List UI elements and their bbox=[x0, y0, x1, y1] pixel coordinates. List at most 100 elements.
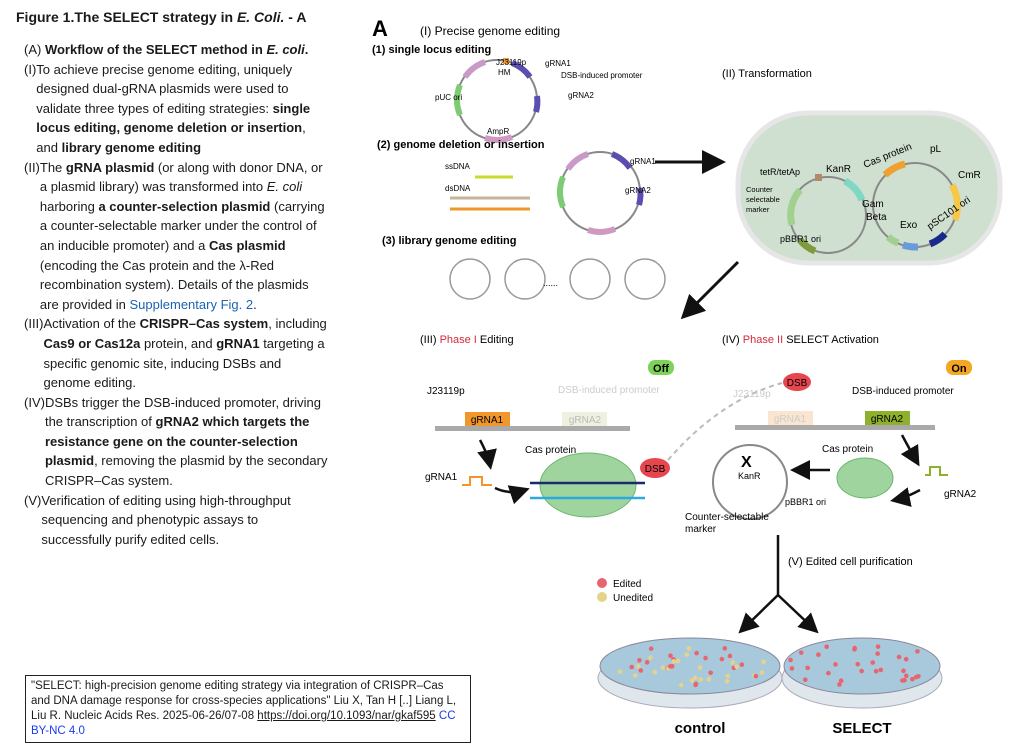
label-pl: pL bbox=[930, 144, 942, 155]
caption-text-run: , removing the plasmid by the secondary … bbox=[44, 453, 328, 489]
edited-colony bbox=[859, 668, 864, 674]
grna2-gene bbox=[865, 411, 910, 425]
control-dish bbox=[597, 637, 783, 709]
deletion-plasmid bbox=[557, 151, 644, 235]
arrow-transcription bbox=[477, 439, 497, 470]
caption-item-number: (II) bbox=[24, 159, 40, 175]
library-label: (3) library genome editing bbox=[382, 235, 516, 247]
label-beta: Beta bbox=[866, 212, 887, 223]
edited-colony bbox=[901, 668, 906, 674]
dsb-marker-2 bbox=[783, 373, 811, 391]
figure-title-species: E. Coli. bbox=[236, 9, 285, 25]
caption-text-run: gRNA plasmid bbox=[65, 159, 155, 175]
license-link[interactable]: CC BY-NC 4.0 bbox=[31, 710, 456, 737]
cut-x-icon: X bbox=[741, 454, 752, 471]
label-grna2-2: gRNA2 bbox=[625, 186, 651, 195]
doi-link[interactable]: https://doi.org/10.1093/nar/gkaf595 bbox=[257, 710, 436, 722]
counter-selection-plasmid-target bbox=[712, 444, 788, 520]
caption-item: (V)Verification of editing using high-th… bbox=[24, 491, 330, 550]
label-dsdna: dsDNA bbox=[445, 184, 471, 193]
edited-colony bbox=[875, 651, 880, 656]
edited-colony bbox=[798, 650, 804, 655]
edited-colony bbox=[875, 644, 881, 649]
edited-colony bbox=[753, 673, 759, 679]
caption-text-run: Activation of the bbox=[43, 316, 140, 332]
label-j23119p: J23119p bbox=[496, 58, 527, 67]
label-ampr: AmpR bbox=[487, 127, 509, 136]
unedited-colony bbox=[652, 669, 658, 675]
section-4-title: (IV) Phase II SELECT Activation bbox=[722, 334, 879, 346]
caption-item: (IV) DSBs trigger the DSB-induced promot… bbox=[24, 393, 330, 491]
caption-item-number: (IV) bbox=[24, 394, 45, 410]
single-locus-label: (1) single locus editing bbox=[372, 44, 491, 56]
edited-colony bbox=[903, 656, 909, 662]
unedited-colony bbox=[697, 665, 703, 670]
edited-colony bbox=[703, 655, 708, 661]
unedited-colony bbox=[689, 678, 695, 683]
edited-colony bbox=[838, 678, 844, 684]
panel-letter: A bbox=[372, 16, 388, 41]
edited-colony bbox=[910, 676, 915, 682]
caption-label: (A) bbox=[24, 42, 42, 57]
edited-colony bbox=[870, 660, 876, 665]
label-grna2-free: gRNA2 bbox=[944, 489, 977, 500]
cas-protein-blob bbox=[539, 452, 637, 518]
genome-bar-phase1 bbox=[435, 426, 630, 431]
caption-text-run: harboring bbox=[39, 198, 99, 214]
figure-title-suffix: - A bbox=[284, 9, 307, 25]
edited-colony bbox=[739, 662, 745, 667]
figure-title: Figure 1.The SELECT strategy in E. Coli.… bbox=[16, 9, 306, 25]
caption-text-run: , and bbox=[36, 120, 306, 155]
caption-item-number: (III) bbox=[24, 316, 44, 332]
edited-colony bbox=[837, 682, 842, 687]
supplementary-link[interactable]: Supplementary Fig. 2 bbox=[129, 296, 254, 312]
library-plasmids bbox=[449, 258, 666, 300]
edited-colony bbox=[805, 665, 810, 671]
edited-colony bbox=[788, 657, 793, 663]
edited-colony bbox=[693, 682, 698, 688]
label-j23119p-phase1: J23119p bbox=[427, 386, 465, 397]
label-kanr: KanR bbox=[826, 164, 851, 175]
caption-heading-text: Workflow of the SELECT method in bbox=[41, 42, 267, 57]
arrow-transcription-2 bbox=[900, 434, 920, 467]
edited-colony bbox=[855, 661, 861, 667]
control-label: control bbox=[675, 720, 726, 737]
ecoli-cell bbox=[735, 110, 1003, 266]
label-j23119p-faded: J23119p bbox=[733, 389, 771, 400]
section-5-title: (V) Edited cell purification bbox=[788, 556, 913, 568]
label-grna1-2: gRNA1 bbox=[630, 157, 656, 166]
off-badge-text: Off bbox=[653, 363, 669, 375]
label-grna1: gRNA1 bbox=[545, 59, 571, 68]
arrow-to-cas-2 bbox=[890, 487, 921, 507]
edited-colony bbox=[722, 646, 728, 651]
caption-heading-species: E. coli bbox=[266, 42, 305, 57]
legend-unedited: Unedited bbox=[613, 593, 653, 604]
label-cmr: CmR bbox=[958, 170, 981, 181]
deletion-label: (2) genome deletion or insertion bbox=[377, 139, 545, 151]
caption-text-run: , including bbox=[268, 316, 327, 332]
caption-item-number: (V) bbox=[24, 492, 42, 508]
label-pbbr1-2: pBBR1 ori bbox=[785, 497, 826, 507]
caption-text-run: Cas plasmid bbox=[209, 237, 286, 253]
unedited-colony bbox=[632, 673, 638, 678]
caption-item-text: DSBs trigger the DSB-induced promoter, d… bbox=[45, 393, 330, 491]
genome-bar-phase2 bbox=[735, 425, 935, 430]
off-badge bbox=[648, 360, 674, 375]
caption-text-run: CRISPR–Cas system bbox=[139, 316, 269, 332]
unedited-colony bbox=[698, 677, 703, 682]
edited-colony bbox=[896, 654, 902, 660]
figure-caption: (A) Workflow of the SELECT method in E. … bbox=[24, 40, 330, 549]
legend-edited: Edited bbox=[613, 579, 641, 590]
caption-text-run: (or along with donor DNA, or a plasmid l… bbox=[39, 159, 323, 195]
select-label: SELECT bbox=[832, 720, 891, 737]
counter-selection-plasmid bbox=[787, 174, 867, 255]
on-badge bbox=[946, 360, 972, 375]
edited-colony bbox=[694, 650, 699, 656]
arrow-to-cas bbox=[494, 485, 530, 505]
caption-text-run: E. coli bbox=[266, 179, 303, 195]
label-grna1-free: gRNA1 bbox=[425, 472, 458, 483]
edited-colony bbox=[668, 664, 673, 669]
